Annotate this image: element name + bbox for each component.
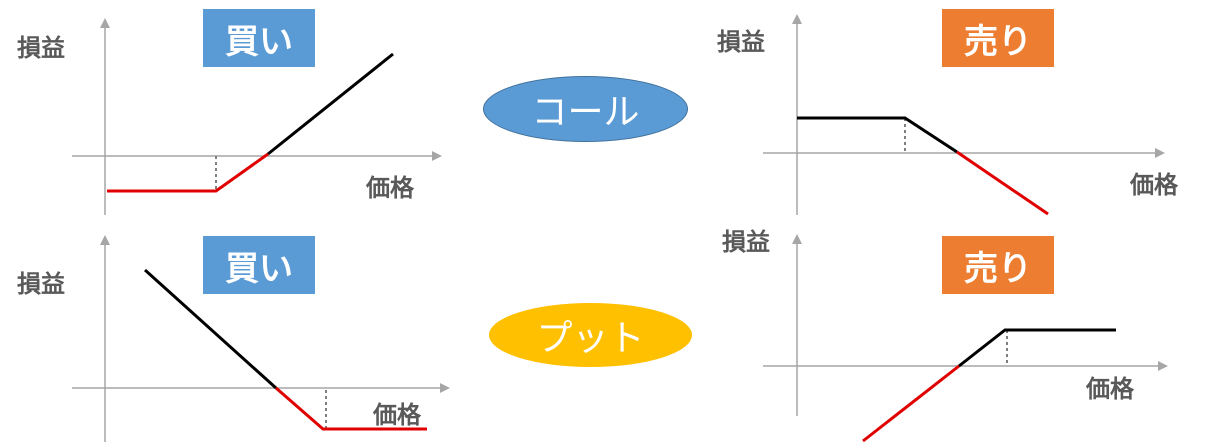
call-buy-badge: 買い — [203, 9, 315, 67]
put-sell-chart — [763, 234, 1168, 443]
put-sell-loss-line — [862, 364, 960, 443]
put-buy-gain-line — [143, 268, 278, 390]
put-buy-y-axis-label: 損益 — [17, 270, 65, 298]
put-sell-x-axis-label: 価格 — [1086, 375, 1134, 403]
put-sell-y-axis-label: 損益 — [722, 228, 770, 256]
call-sell-badge: 売り — [942, 9, 1054, 67]
put-buy-loss-line — [275, 386, 427, 431]
call-sell-chart — [763, 14, 1165, 216]
call-buy-y-axis-label: 損益 — [17, 34, 65, 62]
call-sell-loss-line — [956, 150, 1049, 216]
put-buy-chart — [72, 235, 450, 442]
call-buy-x-axis-label: 価格 — [366, 174, 414, 202]
put-label-ellipse: プット — [489, 303, 692, 367]
put-sell-gain-line — [958, 328, 1116, 368]
call-buy-gain-line — [267, 52, 394, 156]
call-label-ellipse: コール — [483, 76, 688, 142]
call-sell-y-axis-label: 損益 — [717, 28, 765, 56]
call-buy-loss-line — [107, 152, 269, 193]
put-sell-badge: 売り — [942, 236, 1054, 294]
put-buy-badge: 買い — [203, 236, 315, 294]
put-buy-x-axis-label: 価格 — [373, 401, 421, 429]
call-buy-chart — [72, 18, 442, 215]
call-sell-gain-line — [797, 116, 958, 154]
call-sell-x-axis-label: 価格 — [1130, 171, 1178, 199]
